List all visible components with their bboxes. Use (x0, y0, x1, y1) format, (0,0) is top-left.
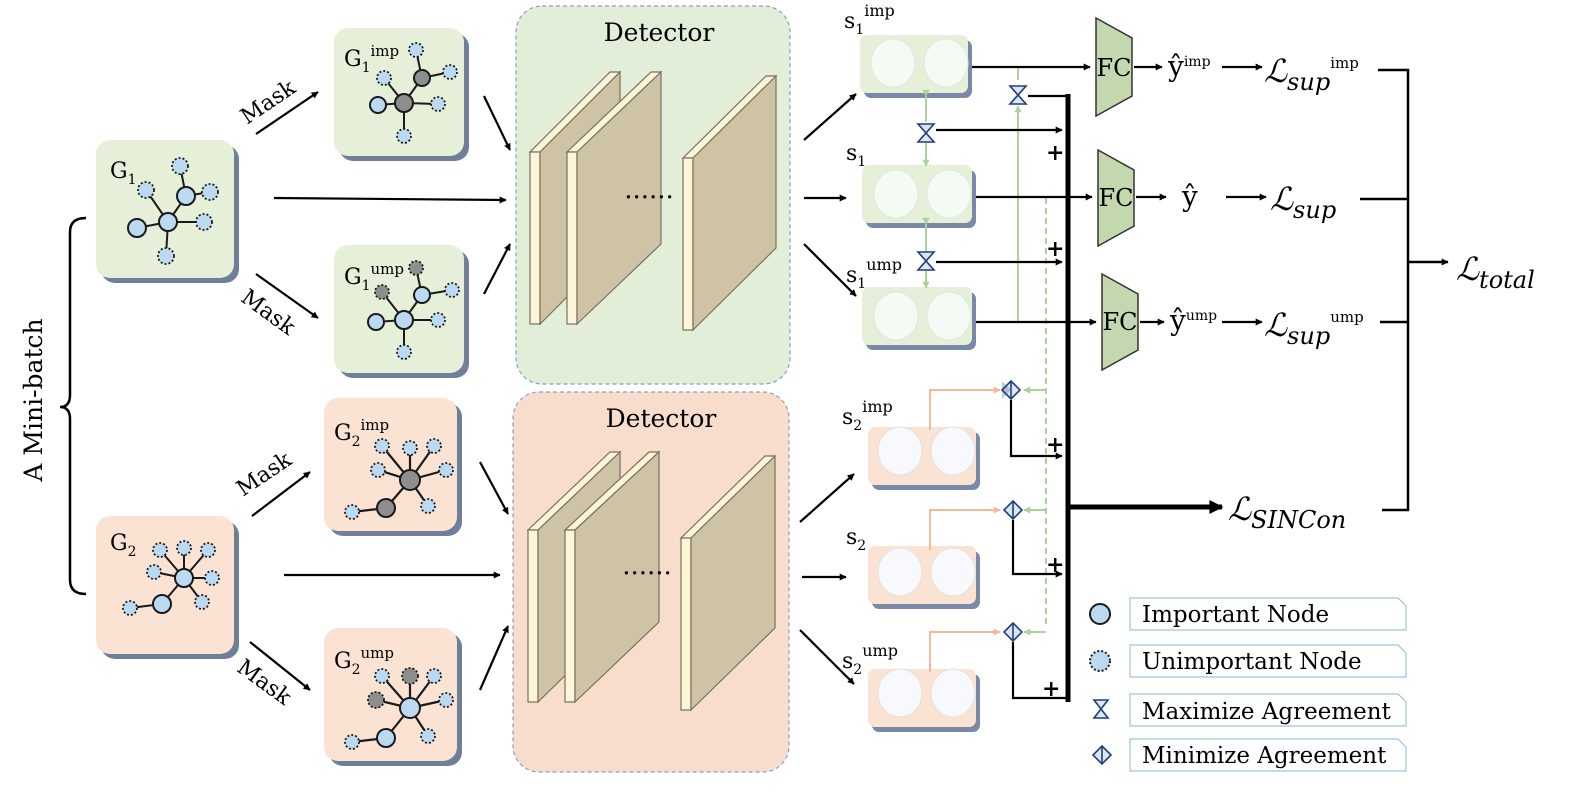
embedding-s2 (868, 546, 980, 609)
mask-label-1: Mask (236, 75, 300, 130)
loss-sup: ℒsup (1270, 180, 1336, 224)
legend-item-unimportant-node: Unimportant Node (1089, 644, 1407, 678)
svg-text:G1: G1 (110, 159, 137, 188)
embedding-s2-ump (868, 668, 980, 732)
orange-agreement-lines (929, 386, 1001, 672)
svg-text:G2imp: G2imp (334, 416, 389, 450)
graph-card-g1-ump: G1ump (334, 245, 469, 378)
graph-card-g1-imp: G1imp (334, 28, 469, 161)
svg-text:Unimportant Node: Unimportant Node (1142, 649, 1362, 675)
detector-top: Detector ...... (515, 5, 791, 385)
legend-item-minimize-agreement: Minimize Agreement (1091, 738, 1407, 772)
detector-to-embedding-arrows (799, 93, 857, 685)
detector-top-dots: ...... (624, 175, 674, 205)
svg-text:G2: G2 (110, 531, 137, 560)
important-node-icon (1089, 603, 1111, 625)
fc-label-ump: FC (1102, 308, 1137, 336)
y-hat: ŷ (1181, 180, 1198, 213)
graph-card-g1: G1 (96, 140, 239, 283)
legend: Important Node Unimportant Node Maximize… (1089, 597, 1407, 772)
svg-text:+: + (1046, 236, 1064, 262)
svg-text:G1imp: G1imp (344, 42, 399, 76)
detector-bottom: Detector ...... (512, 391, 790, 773)
label-s1-ump: s1ump (846, 255, 902, 292)
detector-bottom-dots: ...... (622, 551, 672, 581)
plus-signs: + + + + + (1042, 140, 1064, 702)
mask-label-3: Mask (232, 447, 296, 502)
label-s2: s2 (846, 525, 866, 554)
mask-arrows (249, 91, 319, 691)
fc-to-y-arrows (1134, 63, 1167, 326)
loss-sincon: ℒSINCon (1228, 490, 1346, 534)
total-loss-bracket (1360, 68, 1449, 512)
loss-sup-ump: ℒsupump (1264, 306, 1364, 350)
maximize-agreement-icon (916, 85, 1028, 271)
fc-label: FC (1098, 184, 1133, 212)
mini-batch-brace (59, 216, 87, 596)
minimize-agreement-icon (1000, 379, 1024, 643)
embedding-to-fc-arrows (972, 63, 1097, 326)
loss-sup-imp: ℒsupimp (1264, 52, 1359, 96)
mini-batch-label: A Mini-batch (19, 318, 48, 482)
graph-card-g2-imp: G2imp (324, 398, 462, 536)
detector-bottom-title: Detector (606, 404, 717, 433)
mask-label-2: Mask (236, 285, 300, 341)
embedding-s1 (862, 165, 976, 228)
legend-item-maximize-agreement: Maximize Agreement (1092, 693, 1407, 727)
mask-label-4: Mask (232, 655, 296, 711)
y-hat-ump: ŷump (1169, 304, 1217, 337)
green-to-min-arrows (1023, 386, 1046, 636)
label-s2-ump: s2ump (842, 641, 898, 678)
contrastive-loss-lines (936, 94, 1066, 700)
green-agreement-lines (922, 66, 1047, 628)
svg-text:Minimize Agreement: Minimize Agreement (1142, 743, 1387, 769)
embedding-s2-imp (868, 426, 980, 490)
fc-label-imp: FC (1096, 54, 1131, 82)
svg-text:+: + (1046, 432, 1064, 458)
embedding-s1-ump (862, 287, 976, 350)
label-s1-imp: s1imp (844, 1, 895, 38)
embedding-s1-imp (860, 35, 972, 98)
svg-text:Important Node: Important Node (1142, 602, 1329, 628)
graph-to-detector-arrows (273, 95, 511, 691)
maximize-agreement-icon (1092, 699, 1110, 719)
label-s1: s1 (846, 141, 866, 170)
y-to-loss-arrows (1222, 63, 1267, 326)
svg-text:+: + (1046, 140, 1064, 166)
svg-text:G1ump: G1ump (344, 260, 404, 294)
minimize-agreement-icon (1091, 744, 1113, 766)
label-s2-imp: s2imp (842, 397, 893, 434)
legend-item-important-node: Important Node (1089, 597, 1407, 631)
detector-top-title: Detector (604, 18, 715, 47)
y-hat-imp: ŷimp (1167, 50, 1211, 83)
loss-total: ℒtotal (1456, 250, 1535, 294)
unimportant-node-icon (1089, 650, 1111, 672)
fc-heads (1095, 16, 1139, 372)
svg-text:+: + (1046, 552, 1064, 578)
svg-text:G2ump: G2ump (334, 644, 394, 678)
svg-text:Maximize Agreement: Maximize Agreement (1142, 699, 1392, 725)
graph-card-g2: G2 (96, 516, 239, 659)
graph-card-g2-ump: G2ump (324, 628, 462, 766)
svg-text:+: + (1042, 676, 1060, 702)
